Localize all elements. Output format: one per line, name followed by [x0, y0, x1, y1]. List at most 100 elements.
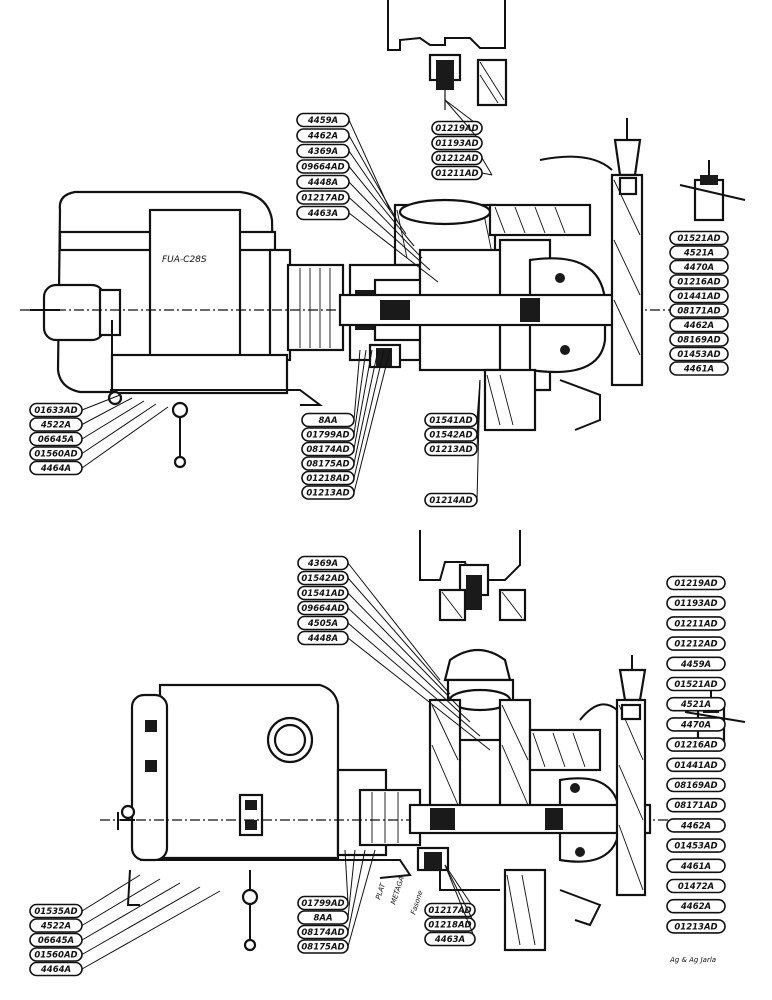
tag-outline — [424, 427, 478, 442]
part-tag: 8AA — [297, 849, 356, 925]
tag-outline — [296, 174, 350, 190]
part-number-label: 08171AD — [674, 801, 717, 811]
part-number-label: 01193AD — [435, 139, 478, 149]
part-tag: 01799AD — [297, 849, 349, 911]
tag-outline — [29, 446, 83, 461]
part-number-label: 01441AD — [677, 292, 720, 302]
part-number-label: 01213AD — [306, 489, 349, 499]
tag-outline — [297, 570, 349, 586]
leader-line — [348, 135, 399, 223]
part-number-label: 4505A — [307, 619, 338, 629]
leader-line — [347, 849, 376, 947]
part-tag: 4522A — [29, 878, 161, 933]
part-tag: 08169AD — [666, 777, 726, 793]
part-tag: 4369A — [297, 555, 441, 681]
leader-line — [347, 849, 366, 933]
side-note: Ag & Ag Jarla — [669, 956, 716, 964]
part-tag: 09664AD — [297, 600, 471, 723]
tag-outline — [424, 931, 476, 947]
tag-outline — [301, 441, 355, 457]
part-number-label: 4470A — [683, 263, 714, 273]
leader-line — [347, 849, 356, 918]
part-number-label: 01211AD — [435, 169, 478, 179]
bottom-motor — [117, 683, 422, 952]
part-tag: 4464A — [29, 890, 221, 977]
tag-outline — [301, 456, 355, 471]
leader-line — [344, 849, 349, 904]
part-number-label: 4463A — [307, 209, 338, 219]
part-tag: 01211AD — [666, 616, 726, 631]
part-tag: 01214AD — [424, 379, 481, 508]
tag-outline — [666, 858, 726, 874]
part-number-label: 01213AD — [674, 922, 717, 932]
part-number-label: 01799AD — [301, 899, 344, 909]
tag-outline — [424, 441, 478, 457]
part-tag: 4463A — [424, 864, 476, 947]
part-tag: 08174AD — [297, 849, 366, 940]
part-tag: 4464A — [29, 406, 169, 476]
part-number-label: 01472A — [678, 882, 714, 892]
part-number-label: 01212AD — [435, 154, 478, 164]
tag-outline — [29, 932, 83, 948]
bottom-assembly — [100, 530, 746, 952]
tag-outline — [297, 910, 349, 925]
leader-line — [81, 400, 145, 440]
leader-line — [348, 197, 431, 271]
tag-outline — [669, 346, 729, 362]
tag-outline — [666, 676, 726, 692]
tag-outline — [666, 797, 726, 813]
part-number-label: 4448A — [307, 634, 338, 644]
leader-line — [81, 882, 181, 941]
part-number-label: 4464A — [40, 464, 71, 474]
part-number-label: 08169AD — [677, 336, 720, 346]
part-tag: 01216AD — [669, 274, 729, 289]
tag-outline — [666, 616, 726, 631]
tag-outline — [666, 777, 726, 793]
tag-outline — [296, 190, 350, 205]
part-tag: 01213AD — [301, 349, 391, 500]
tag-outline — [297, 630, 349, 646]
tag-outline — [431, 165, 483, 181]
part-number-label: 4521A — [680, 700, 711, 710]
bottom-inset-detail — [419, 530, 527, 622]
part-tag: 01521AD — [666, 676, 726, 692]
part-tag: 4462A — [296, 128, 399, 223]
part-number-label: 01799AD — [306, 431, 349, 441]
part-number-label: 08175AD — [306, 460, 349, 470]
leader-line — [81, 406, 169, 469]
tag-outline — [666, 696, 726, 712]
part-number-label: 4448A — [307, 178, 338, 188]
leader-line — [353, 349, 373, 450]
leader-line — [353, 349, 361, 421]
leader-line — [81, 878, 161, 926]
leader-line — [81, 394, 121, 411]
part-tag: 4505A — [297, 615, 481, 737]
tag-outline — [297, 895, 349, 911]
tag-outline — [29, 903, 83, 919]
tag-outline — [297, 585, 349, 601]
top-inset-detail — [387, 0, 508, 110]
part-tag: 08175AD — [301, 349, 379, 471]
tag-outline — [301, 427, 355, 442]
part-tag: 06645A — [29, 882, 181, 948]
part-number-label: 01217AD — [428, 906, 471, 916]
part-tag: 01217AD — [424, 864, 476, 918]
leader-line — [81, 397, 133, 425]
tag-outline — [669, 274, 729, 289]
part-tag: 01541AD — [424, 379, 481, 428]
part-number-label: 8AA — [318, 416, 337, 426]
tag-outline — [29, 417, 83, 432]
part-tag: 01211AD — [431, 165, 493, 181]
tag-outline — [431, 150, 483, 166]
part-tag: 01216AD — [666, 737, 726, 752]
leader-line — [481, 157, 493, 176]
leader-line — [81, 890, 221, 970]
tag-outline — [669, 361, 729, 376]
tag-outline — [424, 492, 478, 508]
part-tag: 4522A — [29, 397, 133, 432]
part-tag: 01441AD — [669, 288, 729, 304]
part-tag: 01193AD — [431, 99, 483, 151]
tag-outline — [666, 919, 726, 934]
leader-line — [81, 403, 157, 454]
